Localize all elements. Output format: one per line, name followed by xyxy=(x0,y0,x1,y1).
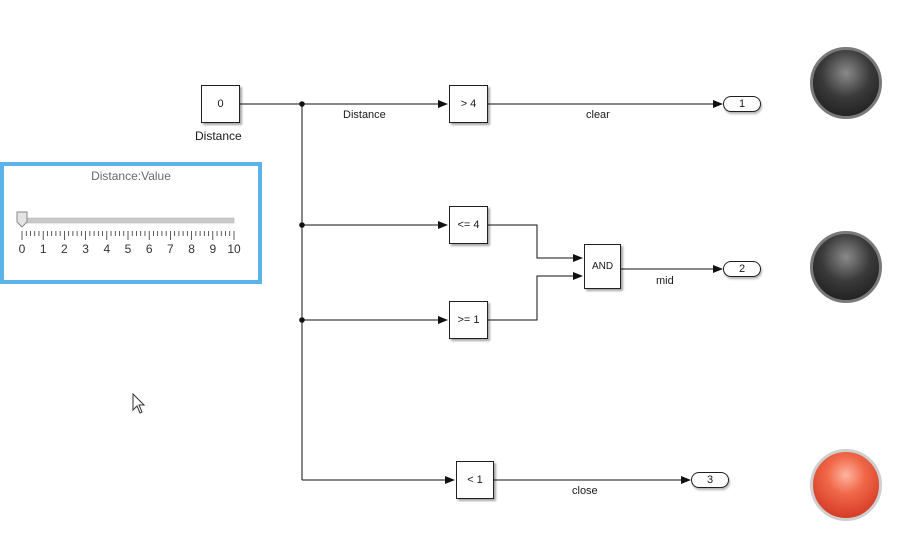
constant-block[interactable]: 0 xyxy=(201,85,240,123)
compare-ge1-label: >= 1 xyxy=(457,314,480,326)
slider-tick-label: 5 xyxy=(125,242,132,256)
slider-tick-label: 10 xyxy=(227,242,241,256)
slider-tick-label: 2 xyxy=(61,242,68,256)
slider-tick-label: 7 xyxy=(167,242,174,256)
compare-le4-block[interactable]: <= 4 xyxy=(449,206,488,244)
slider-tick-label: 1 xyxy=(40,242,47,256)
slider-tick-label: 6 xyxy=(146,242,153,256)
line-le4-and xyxy=(488,224,583,262)
outport-1[interactable]: 1 xyxy=(723,96,761,112)
logical-and-label: AND xyxy=(591,261,614,272)
logical-and-block[interactable]: AND xyxy=(584,244,621,289)
slider-tick-label: 8 xyxy=(188,242,195,256)
branch-point xyxy=(299,222,305,228)
constant-block-name: Distance xyxy=(195,129,242,143)
compare-gt4-block[interactable]: > 4 xyxy=(449,85,488,123)
compare-le4-label: <= 4 xyxy=(457,219,480,231)
compare-lt1-label: < 1 xyxy=(467,474,483,486)
lamp-1-off[interactable] xyxy=(810,47,882,119)
mouse-cursor-icon xyxy=(132,393,146,414)
outport-2[interactable]: 2 xyxy=(723,261,761,277)
signal-label-distance: Distance xyxy=(343,109,386,121)
slider-thumb[interactable] xyxy=(16,211,28,228)
lamp-3-on[interactable] xyxy=(810,449,882,521)
lamp-2-off[interactable] xyxy=(810,231,882,303)
slider-tick-label: 9 xyxy=(209,242,216,256)
slider-tick-label: 3 xyxy=(82,242,89,256)
constant-value: 0 xyxy=(217,98,224,110)
outport-3-number: 3 xyxy=(706,474,714,486)
compare-gt4-label: > 4 xyxy=(460,98,477,110)
outport-2-number: 2 xyxy=(738,263,746,275)
outport-3[interactable]: 3 xyxy=(691,472,729,488)
outport-1-number: 1 xyxy=(738,98,746,110)
signal-label-mid: mid xyxy=(656,275,674,287)
slider-title: Distance:Value xyxy=(91,169,171,183)
slider-tick-label: 4 xyxy=(103,242,110,256)
branch-point xyxy=(299,317,305,323)
line-ge1-and xyxy=(488,272,583,321)
slider-tick-label: 0 xyxy=(19,242,26,256)
compare-lt1-block[interactable]: < 1 xyxy=(456,461,494,499)
compare-ge1-block[interactable]: >= 1 xyxy=(449,301,488,339)
branch-point xyxy=(299,101,305,107)
signal-label-clear: clear xyxy=(586,109,610,121)
slider-track xyxy=(21,217,235,224)
signal-label-close: close xyxy=(572,485,598,497)
